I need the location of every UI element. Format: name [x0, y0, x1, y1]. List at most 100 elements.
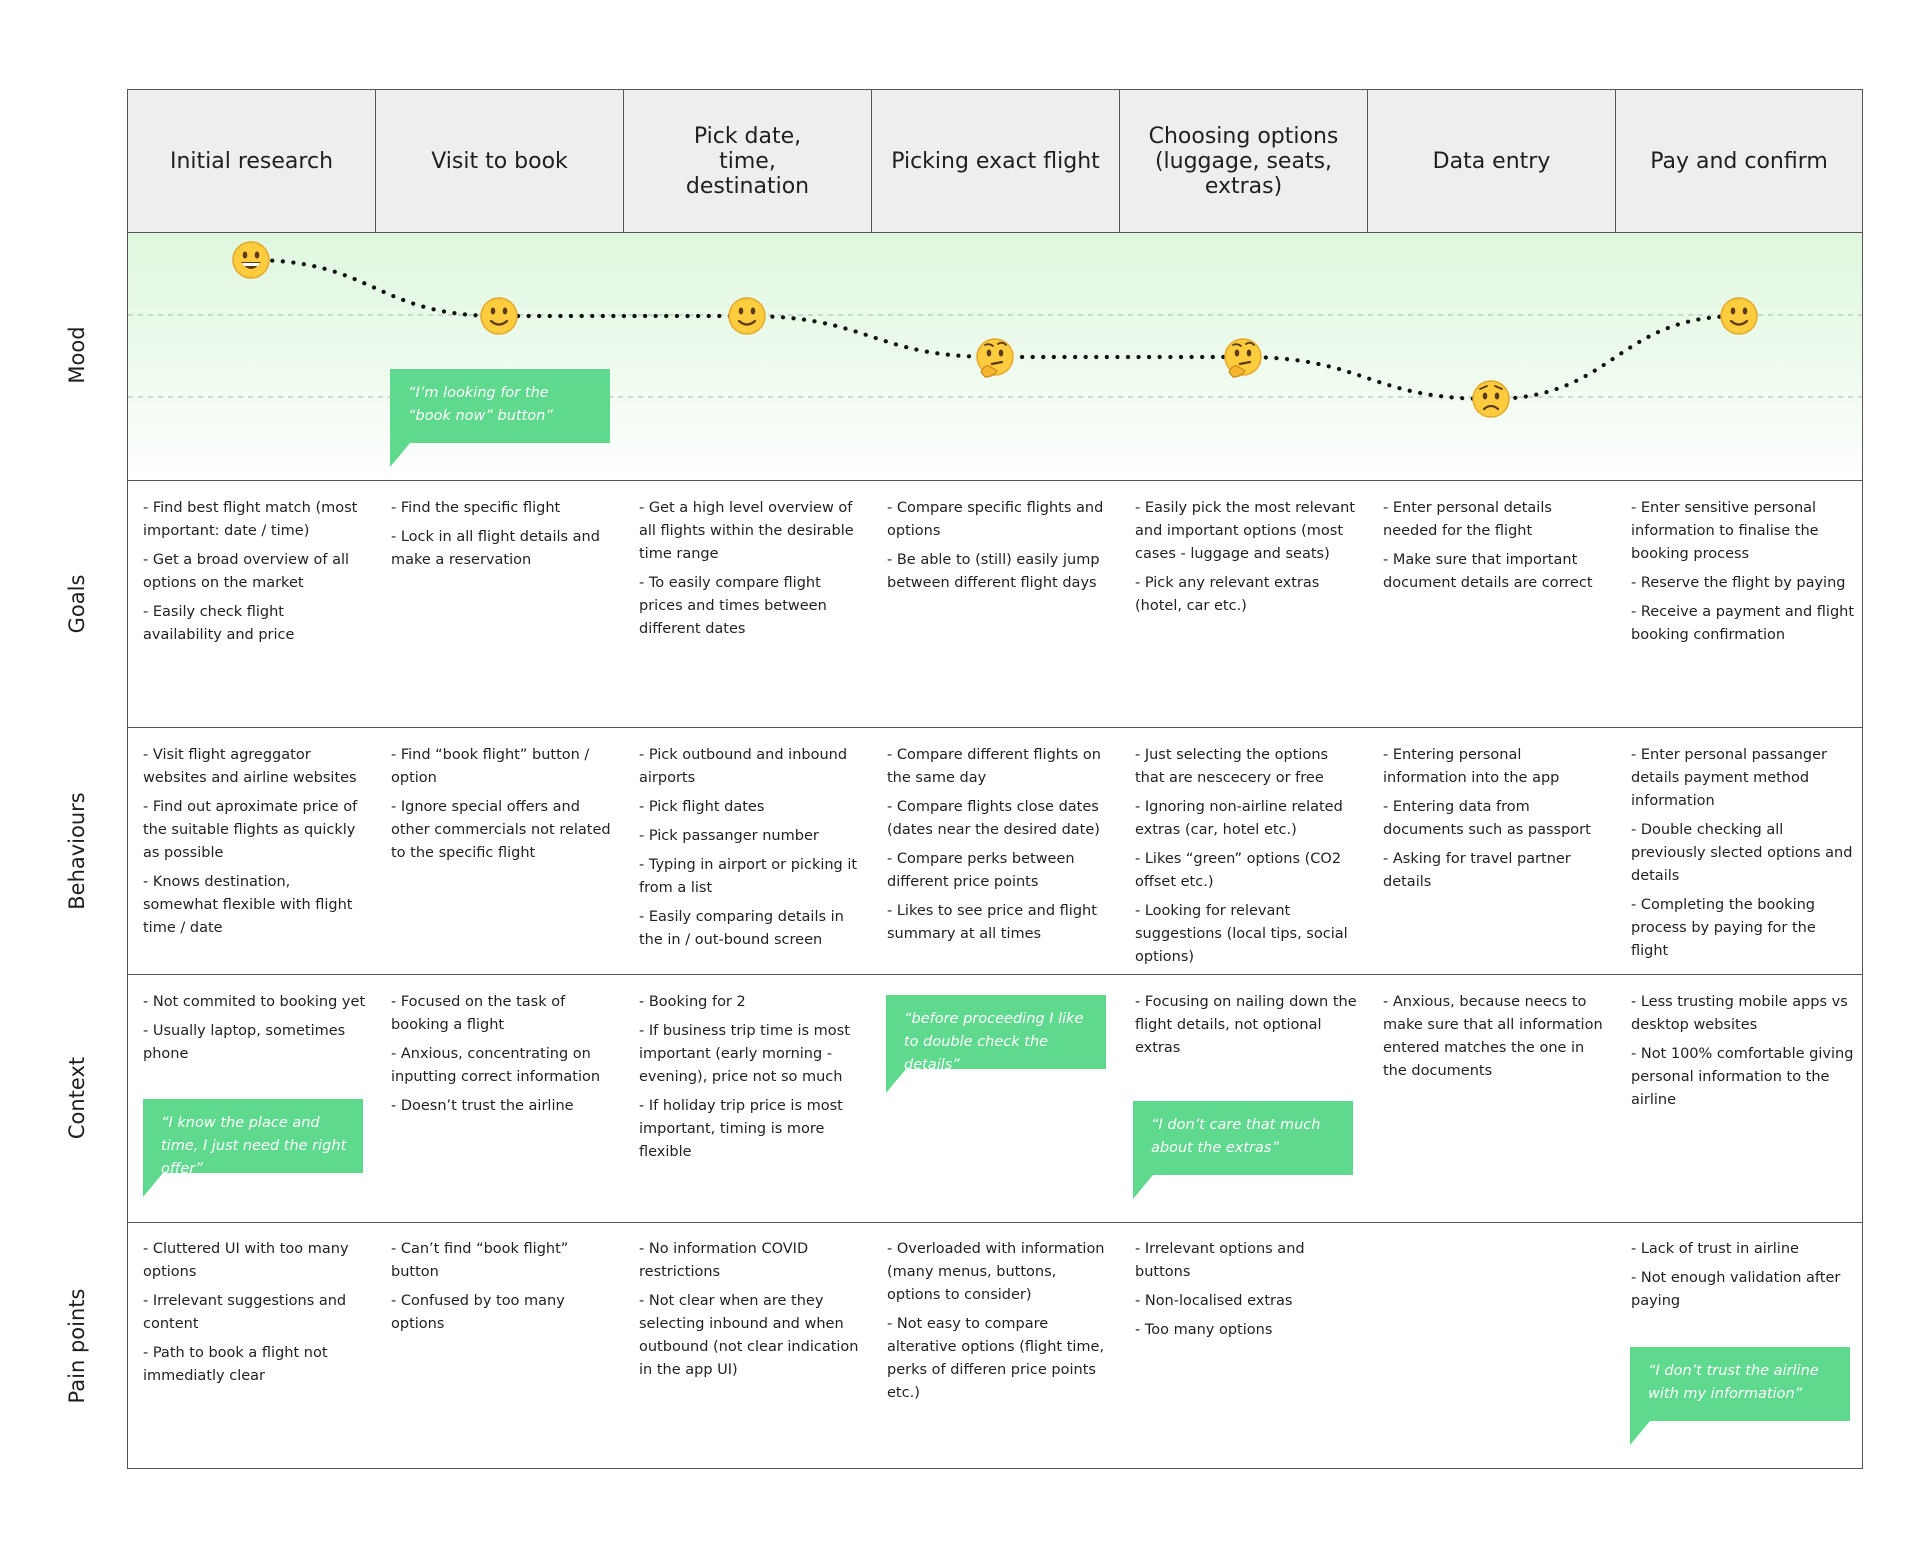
list-item: - Anxious, because neecs to make sure th…	[1383, 994, 1603, 1079]
list-item: - Doesn’t trust the airline	[391, 1098, 574, 1114]
behaviours-cell: - Compare different flights on the same …	[887, 744, 1111, 952]
context-cell: - Less trusting mobile apps vs desktop w…	[1631, 991, 1855, 1118]
stage-header-choosing-options: Choosing options (luggage, seats, extras…	[1120, 90, 1368, 232]
stage-header-visit-to-book: Visit to book	[376, 90, 624, 232]
list-item: - Ignore special offers and other commer…	[391, 799, 611, 861]
list-item: - Receive a payment and flight booking c…	[1631, 604, 1855, 643]
list-item: - Focusing on nailing down the flight de…	[1135, 994, 1357, 1056]
list-item: - If business trip time is most importan…	[639, 1023, 850, 1085]
list-item: - Not enough validation after paying	[1631, 1270, 1841, 1309]
list-item: - Find best flight match (most important…	[143, 500, 358, 539]
list-item: - Not 100% comfortable giving personal i…	[1631, 1046, 1854, 1108]
context-cell: - Booking for 2 - If business trip time i…	[639, 991, 863, 1170]
pain-points-cell: - No information COVID restrictions - Not…	[639, 1238, 863, 1388]
header-divider	[128, 232, 1862, 233]
goals-cell: - Find the specific flight - Lock in all …	[391, 497, 615, 578]
list-item: - Looking for relevant suggestions (loca…	[1135, 903, 1348, 965]
list-item: - No information COVID restrictions	[639, 1241, 809, 1280]
list-item: - Typing in airport or picking it from a…	[639, 857, 858, 896]
quote-bubble-initial-research: “I know the place and time, I just need …	[143, 1099, 363, 1197]
pain-points-cell: - Cluttered UI with too many options- Ir…	[143, 1238, 367, 1394]
list-item: - Booking for 2	[639, 994, 746, 1010]
list-item: - Enter personal details needed for the …	[1383, 500, 1552, 539]
list-item: - Compare specific flights and options	[887, 500, 1104, 539]
list-item: - Pick passanger number	[639, 828, 819, 844]
list-item: - Double checking all previously slected…	[1631, 822, 1853, 884]
list-item: - Ignoring non-airline related extras (c…	[1135, 799, 1343, 838]
list-item: - Make sure that important document deta…	[1383, 552, 1593, 591]
list-item: - Compare perks between different price …	[887, 851, 1075, 890]
list-item: - Less trusting mobile apps vs desktop w…	[1631, 994, 1848, 1033]
grinning-face-icon	[232, 241, 270, 279]
list-item: - Lock in all flight details and make a …	[391, 529, 600, 568]
worried-face-icon	[1472, 380, 1510, 418]
list-item: - To easily compare flight prices and ti…	[639, 575, 827, 637]
list-item: - Knows destination, somewhat flexible w…	[143, 874, 353, 936]
list-item: - Easily pick the most relevant and impo…	[1135, 500, 1356, 562]
behaviours-cell: - Enter personal passanger details payme…	[1631, 744, 1855, 969]
list-item: - Compare different flights on the same …	[887, 747, 1101, 786]
behaviours-cell: - Just selecting the options that are ne…	[1135, 744, 1359, 975]
list-item: - Asking for travel partner details	[1383, 851, 1571, 890]
list-item: - Not clear when are they selecting inbo…	[639, 1293, 859, 1378]
list-item: - If holiday trip price is most importan…	[639, 1098, 843, 1160]
slightly-smiling-face-icon	[1720, 297, 1758, 335]
list-item: - Pick flight dates	[639, 799, 765, 815]
list-item: - Not commited to booking yet	[143, 994, 366, 1010]
list-item: - Confused by too many options	[391, 1293, 565, 1332]
list-item: - Anxious, concentrating on inputting co…	[391, 1046, 601, 1085]
row-divider	[128, 727, 1862, 728]
list-item: - Completing the booking process by payi…	[1631, 897, 1816, 959]
list-item: - Easily comparing details in the in / o…	[639, 909, 844, 948]
context-cell: - Not commited to booking yet - Usually l…	[143, 991, 367, 1072]
behaviours-cell: - Visit flight agreggator websites and a…	[143, 744, 367, 946]
context-cell: - Anxious, because neecs to make sure th…	[1383, 991, 1607, 1089]
list-item: - Entering personal information into the…	[1383, 747, 1560, 786]
list-item: - Pick outbound and inbound airports	[639, 747, 848, 786]
list-item: - Not easy to compare alterative options…	[887, 1316, 1105, 1401]
list-item: - Likes to see price and flight summary …	[887, 903, 1097, 942]
list-item: - Non-localised extras	[1135, 1293, 1293, 1309]
list-item: - Compare flights close dates (dates nea…	[887, 799, 1100, 838]
quote-bubble-tail	[390, 443, 410, 467]
list-item: - Get a broad overview of all options on…	[143, 552, 350, 591]
list-item: - Find “book flight” button / option	[391, 747, 590, 786]
list-item: - Just selecting the options that are ne…	[1135, 747, 1329, 786]
quote-bubble-tail	[143, 1173, 163, 1197]
thinking-face-icon	[1224, 338, 1262, 378]
context-cell: - Focused on the task of booking a fligh…	[391, 991, 615, 1124]
list-item: - Be able to (still) easily jump between…	[887, 552, 1100, 591]
list-item: - Too many options	[1135, 1322, 1273, 1338]
list-item: - Enter sensitive personal information t…	[1631, 500, 1819, 562]
list-item: - Irrelevant options and buttons	[1135, 1241, 1305, 1280]
slightly-smiling-face-icon	[728, 297, 766, 335]
list-item: - Can’t find “book flight” button	[391, 1241, 569, 1280]
goals-cell: - Easily pick the most relevant and impo…	[1135, 497, 1359, 624]
list-item: - Irrelevant suggestions and content	[143, 1293, 347, 1332]
list-item: - Usually laptop, sometimes phone	[143, 1023, 346, 1062]
stage-header-picking-exact-flight: Picking exact flight	[872, 90, 1120, 232]
row-divider	[128, 480, 1862, 481]
behaviours-cell: - Find “book flight” button / option - Ig…	[391, 744, 615, 871]
behaviours-cell: - Entering personal information into the…	[1383, 744, 1607, 900]
list-item: - Enter personal passanger details payme…	[1631, 747, 1827, 809]
pain-points-cell: - Lack of trust in airline- Not enough v…	[1631, 1238, 1855, 1319]
list-item: - Find out aproximate price of the suita…	[143, 799, 358, 861]
goals-cell: - Enter sensitive personal information t…	[1631, 497, 1855, 653]
list-item: - Focused on the task of booking a fligh…	[391, 994, 566, 1033]
pain-points-cell: - Irrelevant options and buttons - Non-lo…	[1135, 1238, 1359, 1348]
goals-cell: - Compare specific flights and options - …	[887, 497, 1111, 601]
goals-cell: - Find best flight match (most important…	[143, 497, 367, 653]
quote-bubble-pay-and-confirm: “I don’t trust the airline with my infor…	[1630, 1347, 1850, 1445]
context-cell: - Focusing on nailing down the flight de…	[1135, 991, 1359, 1066]
quote-bubble-tail	[1630, 1421, 1650, 1445]
list-item: - Find the specific flight	[391, 500, 561, 516]
stage-header-initial-research: Initial research	[128, 90, 376, 232]
list-item: - Path to book a flight not immediatly c…	[143, 1345, 328, 1384]
list-item: - Easily check flight availability and p…	[143, 604, 295, 643]
thinking-face-icon	[976, 338, 1014, 378]
pain-points-cell: - Overloaded with information (many menu…	[887, 1238, 1111, 1411]
row-divider	[128, 1222, 1862, 1223]
list-item: - Entering data from documents such as p…	[1383, 799, 1591, 838]
